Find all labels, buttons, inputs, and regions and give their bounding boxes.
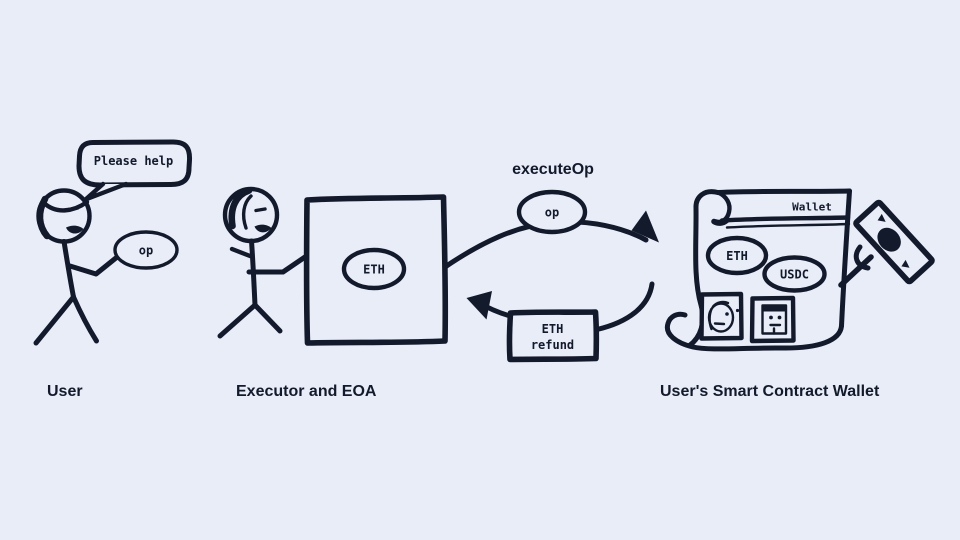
scroll-curl-icon <box>713 190 732 225</box>
executor-figure <box>217 186 308 339</box>
wallet-title: Wallet <box>792 201 832 214</box>
user-figure <box>33 188 119 346</box>
nft-robot-icon <box>749 295 796 344</box>
executor-hair-icon <box>228 187 253 230</box>
dollar-bill-icon <box>838 199 935 288</box>
execute-op-title: executeOp <box>512 161 594 178</box>
user-op-text: op <box>139 244 153 258</box>
wallet-eth-text: ETH <box>726 249 748 263</box>
executor-eye <box>254 207 267 213</box>
executor-eoa-box: ETH <box>303 194 449 346</box>
op-oval: op <box>516 189 588 235</box>
wallet-eth-oval <box>705 235 769 276</box>
refund-text-line2: refund <box>531 338 574 352</box>
speech-bubble-text: Please help <box>94 154 173 168</box>
eth-refund-box: ETH refund <box>506 309 600 363</box>
op-text: op <box>545 206 559 220</box>
executor-mouth <box>254 224 272 233</box>
scroll-bottom-edge <box>664 311 844 352</box>
wallet-usdc-text: USDC <box>780 268 809 282</box>
wallet-label: User's Smart Contract Wallet <box>660 383 880 400</box>
user-eye <box>66 206 80 212</box>
speech-bubble-tail <box>83 181 129 202</box>
executor-label: Executor and EOA <box>236 383 377 400</box>
user-mouth <box>66 225 84 234</box>
user-op-oval: op <box>113 230 179 270</box>
executor-eth-text: ETH <box>363 263 385 277</box>
refund-text-line1: ETH <box>542 322 564 336</box>
wallet-header-rule <box>719 215 851 223</box>
nft-face-icon <box>699 291 744 341</box>
speech-bubble: Please help <box>76 139 193 202</box>
wallet-usdc-oval <box>762 255 827 293</box>
user-label: User <box>47 383 83 400</box>
executor-eth-oval <box>341 247 407 291</box>
refund-arrow <box>466 281 655 332</box>
wallet-scroll: Wallet ETH USDC <box>664 188 935 352</box>
user-hair-icon <box>41 199 90 213</box>
